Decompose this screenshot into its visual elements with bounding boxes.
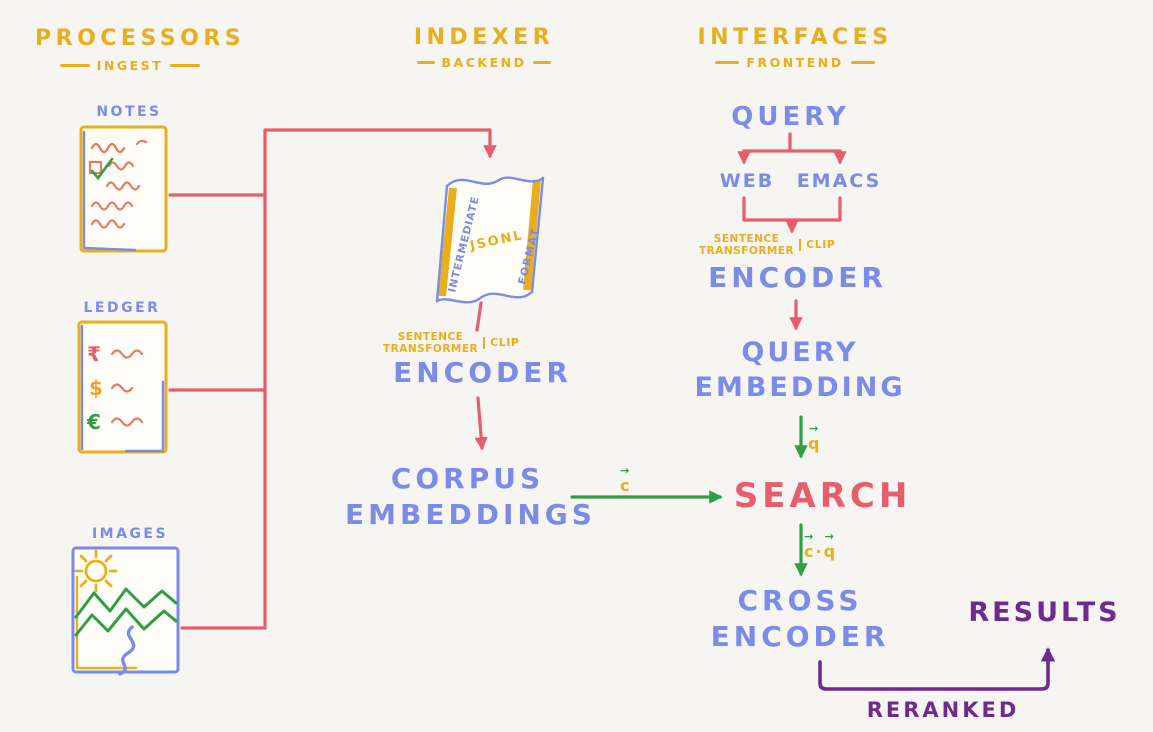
interfaces-encoder-model-note: SENTENCE TRANSFORMER CLIP — [699, 233, 835, 257]
mountains-icon — [74, 587, 178, 637]
model-alt: CLIP — [483, 336, 519, 350]
ledger-label: LEDGER — [83, 300, 161, 316]
query-embedding-line2: EMBEDDING — [694, 372, 906, 404]
query-embedding-line1: QUERY — [741, 337, 859, 368]
interfaces-subtitle-text: FRONTEND — [746, 55, 844, 70]
images-card — [68, 543, 184, 681]
corpus-line1: CORPUS — [390, 462, 545, 495]
rupee-icon: ₹ — [87, 342, 101, 366]
ledger-card: ₹ $ € — [74, 318, 172, 462]
cross-encoder-line1: CROSS — [737, 584, 863, 617]
images-label: IMAGES — [91, 526, 169, 542]
ledger-card-border-accent — [80, 324, 165, 453]
model-line1: SENTENCE — [713, 233, 780, 245]
subtitle-dash — [715, 61, 740, 64]
subtitle-dash — [416, 61, 435, 64]
vector-c: → c — [620, 464, 630, 495]
vector-arrow-icon: → — [620, 464, 630, 477]
subtitle-dash — [850, 61, 875, 64]
cq-vector-label: → c · → q — [804, 530, 836, 561]
query-vector-label: → q — [808, 422, 820, 453]
notes-label: NOTES — [96, 104, 162, 120]
results-label: RESULTS — [968, 597, 1121, 628]
ledger-scribble-line — [110, 383, 134, 393]
interfaces-column-title: INTERFACES — [697, 25, 893, 50]
subtitle-dash — [533, 61, 552, 64]
corpus-line2: EMBEDDINGS — [345, 498, 596, 532]
processors-subtitle-text: INGEST — [96, 58, 164, 73]
emacs-client-label: EMACS — [796, 170, 882, 192]
model-line2: TRANSFORMER — [699, 245, 795, 258]
ledger-scribble-line — [110, 349, 144, 359]
notes-card-border — [79, 125, 168, 253]
dot-operator: · — [815, 542, 822, 561]
vector-q: → q — [808, 422, 820, 453]
vector-arrow-icon: → — [824, 530, 834, 543]
indexer-encoder-label: ENCODER — [393, 356, 572, 389]
notes-scribble-lines — [88, 139, 148, 229]
model-note-lines: SENTENCE TRANSFORMER — [383, 331, 478, 355]
model-note-lines: SENTENCE TRANSFORMER — [699, 233, 794, 257]
notes-card-border-accent — [82, 130, 137, 252]
interfaces-encoder-label: ENCODER — [708, 261, 887, 294]
vector-q: → q — [823, 530, 836, 561]
indexer-column-title: INDEXER — [413, 25, 555, 50]
processors-column-subtitle: INGEST — [35, 58, 225, 73]
jsonl-scroll: INTERMEDIATE FORMAT JSONL — [419, 164, 561, 320]
cross-encoder-line2: ENCODER — [710, 620, 890, 654]
subtitle-dash — [170, 64, 201, 67]
query-split-bracket — [742, 132, 842, 153]
query-embedding-label: QUERY EMBEDDING — [685, 335, 915, 405]
model-line1: SENTENCE — [397, 331, 464, 343]
corpus-vector-label: → c — [620, 464, 630, 495]
vector-arrow-icon: → — [809, 422, 819, 435]
scroll-right-band — [523, 179, 541, 291]
notes-card — [77, 122, 171, 260]
sun-icon — [74, 549, 118, 593]
cross-to-results-arrow — [818, 647, 1056, 691]
indexer-column-subtitle: BACKEND — [410, 55, 558, 70]
corpus-embeddings-label: CORPUS EMBEDDINGS — [345, 461, 596, 534]
clients-merge-bracket — [742, 196, 842, 222]
euro-icon: € — [86, 410, 101, 434]
processors-column-title: PROCESSORS — [35, 26, 246, 51]
dollar-icon: $ — [89, 376, 103, 400]
encoder-to-corpus-arrow — [474, 396, 488, 451]
reranked-label: RERANKED — [866, 698, 1020, 722]
ledger-scribble-line — [110, 417, 144, 427]
vector-arrow-icon: → — [804, 530, 814, 543]
interfaces-column-subtitle: FRONTEND — [697, 55, 893, 70]
cross-encoder-label: CROSS ENCODER — [685, 583, 915, 656]
checkmark-icon — [90, 157, 114, 181]
vector-c: → c — [804, 530, 814, 561]
model-alt: CLIP — [799, 238, 835, 252]
subtitle-dash — [59, 64, 90, 67]
web-client-label: WEB — [719, 170, 775, 192]
query-label: QUERY — [731, 102, 850, 132]
indexer-subtitle-text: BACKEND — [441, 55, 527, 70]
search-label: SEARCH — [733, 476, 912, 516]
river-icon — [118, 625, 136, 676]
model-line2: TRANSFORMER — [383, 343, 479, 356]
indexer-encoder-model-note: SENTENCE TRANSFORMER CLIP — [383, 331, 519, 355]
